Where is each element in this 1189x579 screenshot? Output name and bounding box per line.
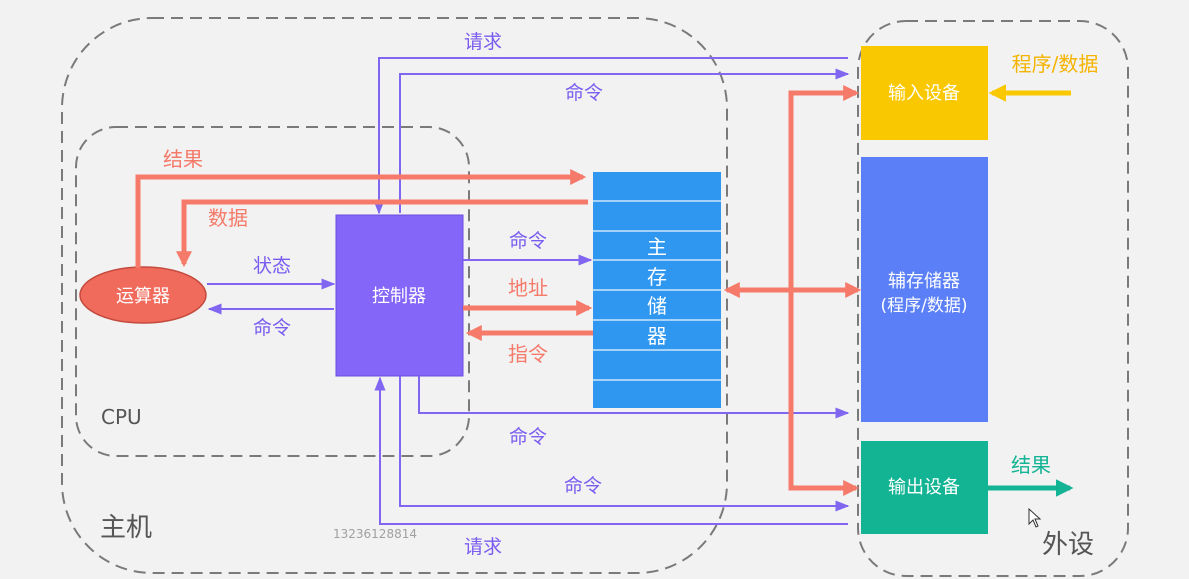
command-low2-label: 命令 xyxy=(564,475,602,497)
command-low1-arrow xyxy=(418,376,850,419)
input-device: 输入设备 xyxy=(861,46,988,140)
instruction-label: 指令 xyxy=(508,342,548,366)
request-top-label: 请求 xyxy=(464,31,502,53)
request-bottom-arrow xyxy=(374,376,848,525)
address-label: 地址 xyxy=(508,276,548,300)
output-device-label: 输出设备 xyxy=(888,477,960,498)
input-device-label: 输入设备 xyxy=(888,83,960,104)
main-memory: 主 存 储 器 xyxy=(593,172,721,408)
data-label: 数据 xyxy=(208,206,248,230)
output-result-label: 结果 xyxy=(1011,453,1051,477)
peripheral-boundary xyxy=(857,20,1129,577)
command-mem-label: 命令 xyxy=(509,230,547,252)
command-arrows xyxy=(207,57,850,525)
command-alu-label: 命令 xyxy=(253,317,291,339)
command-low2-arrow xyxy=(399,376,850,512)
alu: 运算器 xyxy=(79,266,207,324)
program-data-label: 程序/数据 xyxy=(1012,52,1099,76)
aux-storage-label: 辅存储器 xyxy=(888,271,960,292)
controller: 控制器 xyxy=(335,214,464,377)
cpu-region-label: CPU xyxy=(101,405,142,429)
mouse-cursor-icon xyxy=(1028,507,1042,528)
host-region-label: 主机 xyxy=(100,513,152,543)
main-memory-char-3: 储 xyxy=(647,294,667,318)
output-device: 输出设备 xyxy=(861,441,988,534)
request-top-arrow xyxy=(373,57,848,215)
alu-label: 运算器 xyxy=(116,286,170,307)
request-bottom-label: 请求 xyxy=(464,536,502,558)
bus-to-input-arrow xyxy=(788,84,860,290)
status-label: 状态 xyxy=(253,255,291,277)
command-top-arrow xyxy=(399,68,850,213)
command-low1-label: 命令 xyxy=(509,426,547,448)
peripheral-region-label: 外设 xyxy=(1042,530,1094,560)
watermark-text: 13236128814 xyxy=(333,527,417,541)
cpu-boundary xyxy=(75,126,470,457)
aux-storage-sublabel: (程序/数据) xyxy=(881,296,968,316)
controller-label: 控制器 xyxy=(372,286,426,307)
result-arrow xyxy=(135,168,587,268)
data-arrow xyxy=(175,199,588,268)
result-label: 结果 xyxy=(163,147,203,171)
aux-storage: 辅存储器 (程序/数据) xyxy=(861,157,988,422)
main-memory-char-4: 器 xyxy=(647,324,667,348)
bus-to-output-arrow xyxy=(788,290,860,497)
main-memory-char-2: 存 xyxy=(647,265,667,289)
data-arrows xyxy=(135,84,862,497)
main-memory-char-1: 主 xyxy=(647,235,667,259)
command-top-label: 命令 xyxy=(565,82,603,104)
